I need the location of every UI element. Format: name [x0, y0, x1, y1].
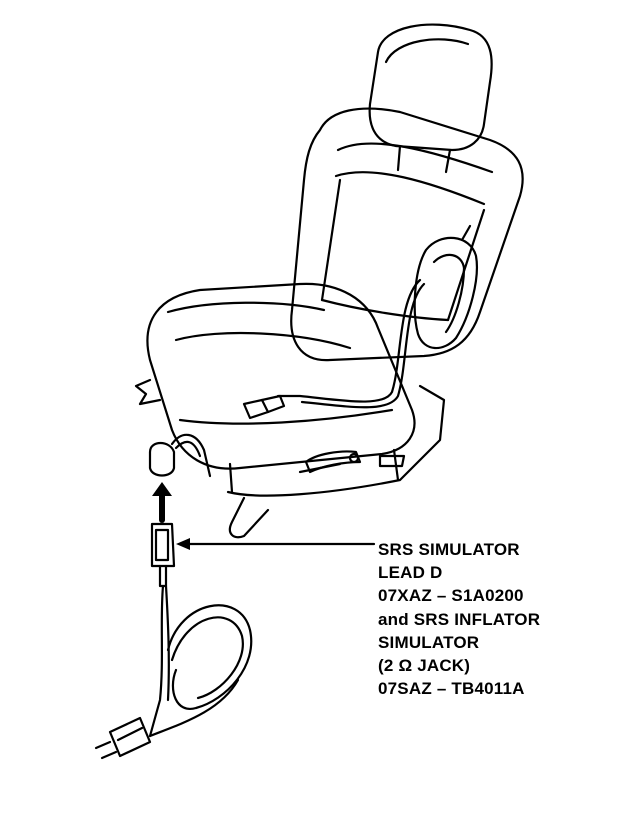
callout-label: SRS SIMULATOR LEAD D 07XAZ – S1A0200 and… [378, 538, 628, 700]
callout-line-1: SRS SIMULATOR [378, 540, 520, 559]
callout-line-5: SIMULATOR [378, 632, 480, 652]
leader-arrow-icon [176, 538, 376, 550]
seat-base-illustration [134, 378, 446, 539]
callout-line-7: 07SAZ – TB4011A [378, 679, 525, 699]
callout-line-3: 07XAZ – S1A0200 [378, 586, 524, 606]
callout-line-4: and SRS INFLATOR [378, 609, 541, 629]
headrest-stalks [396, 144, 452, 174]
seat-back-illustration [290, 107, 524, 362]
callout-line-2: LEAD D [378, 563, 443, 583]
seat-cushion-illustration [146, 282, 416, 494]
harness-connector-icon [242, 394, 286, 420]
callout-line-6: (2 Ω JACK) [378, 656, 471, 676]
seat-switch-icon [304, 450, 362, 474]
side-airbag-icon [413, 224, 478, 350]
under-seat-connector-icon [148, 433, 212, 478]
simulator-lead-illustration [94, 522, 253, 760]
airbag-harness [276, 278, 422, 403]
headrest-illustration [368, 23, 493, 152]
arrow-up-icon [152, 482, 172, 523]
